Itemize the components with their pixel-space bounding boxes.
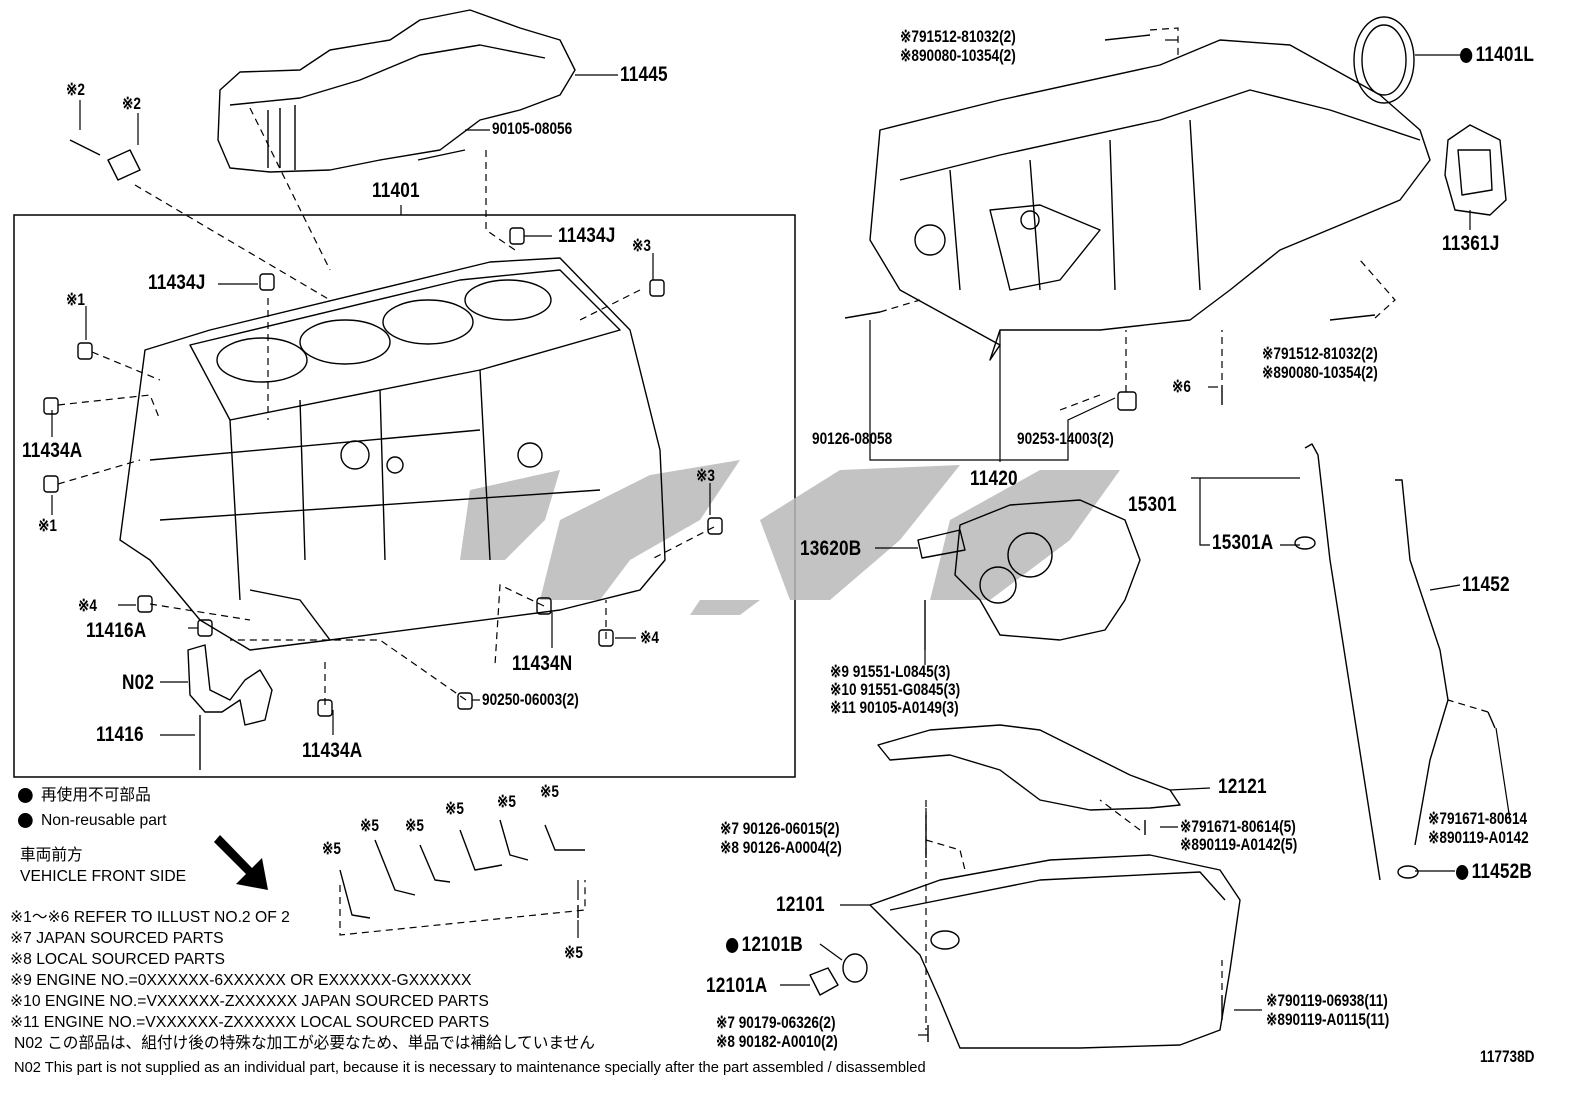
bearing-cap-drawing: [187, 644, 273, 726]
label-11434J-top: 11434J: [558, 224, 616, 247]
label-mark7-791671-right: ※791671-80614: [1428, 809, 1528, 828]
label-note3-mid: ※3: [696, 466, 715, 485]
note-8: ※8 LOCAL SOURCED PARTS: [10, 951, 226, 968]
label-90253-14003: 90253-14003(2): [1017, 429, 1114, 448]
label-12121: 12121: [1218, 775, 1267, 798]
note-9: ※9 ENGINE NO.=0XXXXXX-6XXXXXX OR EXXXXXX…: [10, 972, 472, 989]
label-13620B: 13620B: [800, 537, 862, 560]
dipstick-guide-drawing: [1395, 479, 1449, 846]
label-note1-bottom: ※1: [38, 516, 57, 535]
heat-insulator-drawing: [217, 9, 576, 173]
label-90250-06003: 90250-06003(2): [482, 690, 579, 709]
label-note5-e: ※5: [497, 792, 516, 811]
upper-oil-pan-drawing: [869, 39, 1431, 361]
oil-pump-drawing: [917, 499, 1141, 641]
illustration-number: 117738D: [1480, 1047, 1535, 1066]
label-12101B: 12101B: [726, 934, 803, 955]
label-90126-08058: 90126-08058: [812, 429, 893, 448]
drain-washer-drawing: [842, 953, 868, 983]
label-mark8-90119-A0115: ※890119-A0115(11): [1266, 1010, 1390, 1029]
label-note1-top: ※1: [66, 290, 85, 309]
non-reusable-dot-icon: [18, 788, 33, 804]
label-11434J-left: 11434J: [148, 271, 206, 294]
cylinder-block-drawing: [119, 257, 666, 651]
label-11416: 11416: [96, 723, 144, 746]
non-reusable-dot-icon: [1460, 47, 1473, 63]
block-assembly-frame: [13, 214, 796, 778]
label-note3-top: ※3: [632, 236, 651, 255]
label-note5-f: ※5: [540, 782, 559, 801]
label-N02-part: N02: [122, 671, 155, 694]
label-11361J: 11361J: [1442, 232, 1500, 255]
watermark-logo: [460, 460, 1120, 615]
note-10: ※10 ENGINE NO.=VXXXXXX-ZXXXXXX JAPAN SOU…: [10, 993, 489, 1010]
label-15301: 15301: [1128, 493, 1177, 516]
baffle-plate-drawing: [877, 724, 1181, 811]
label-note4-left: ※4: [78, 596, 97, 615]
non-reusable-dot-icon: [1456, 864, 1469, 880]
label-11445: 11445: [620, 63, 668, 86]
label-11420: 11420: [970, 467, 1018, 490]
label-11401: 11401: [372, 179, 420, 202]
legend-en: Non-reusable part: [18, 813, 167, 829]
label-11416A: 11416A: [86, 619, 147, 642]
label-mark9-91551: ※9 91551-L0845(3): [830, 662, 951, 681]
non-reusable-dot-icon: [18, 813, 33, 829]
dipstick-drawing: [1304, 443, 1381, 881]
label-mark7-791671-80614: ※791671-80614(5): [1180, 817, 1296, 836]
lower-oil-pan-drawing: [869, 854, 1241, 1049]
label-11434A-left: 11434A: [22, 439, 83, 462]
note-11: ※11 ENGINE NO.=VXXXXXX-ZXXXXXX LOCAL SOU…: [10, 1014, 490, 1031]
label-note5-g: ※5: [564, 943, 583, 962]
label-mark8-90080-bottom: ※890080-10354(2): [1262, 363, 1378, 382]
note-N02-jp: N02 この部品は、組付け後の特殊な加工が必要なため、単品では補給していません: [14, 1035, 595, 1052]
label-note2-b: ※2: [122, 94, 141, 113]
label-11401L: 11401L: [1460, 44, 1534, 65]
label-note5-a: ※5: [322, 839, 341, 858]
vehicle-front-en: VEHICLE FRONT SIDE: [20, 868, 187, 885]
label-mark8-90126-A0004: ※8 90126-A0004(2): [720, 838, 842, 857]
label-mark7-791512-top: ※791512-81032(2): [900, 27, 1016, 46]
label-note5-b: ※5: [360, 816, 379, 835]
label-12101: 12101: [776, 893, 825, 916]
label-mark8-90119-right: ※890119-A0142: [1428, 828, 1529, 847]
label-12101A: 12101A: [706, 974, 768, 997]
label-11434N: 11434N: [512, 652, 573, 675]
label-note2-a: ※2: [66, 80, 85, 99]
drain-plug-drawing: [809, 967, 839, 996]
note-7: ※7 JAPAN SOURCED PARTS: [10, 930, 224, 947]
oil-seal-drawing: [1353, 16, 1415, 104]
vehicle-front-jp: 車両前方: [20, 847, 83, 864]
label-note4-right: ※4: [640, 628, 659, 647]
label-mark7-90126-06015: ※7 90126-06015(2): [720, 819, 840, 838]
label-note6: ※6: [1172, 377, 1191, 396]
label-mark8-90182-A0010: ※8 90182-A0010(2): [716, 1032, 838, 1051]
small-parts-drawing: [43, 34, 1496, 1042]
label-11434A-bottom: 11434A: [302, 739, 363, 762]
label-mark7-90179-06326: ※7 90179-06326(2): [716, 1013, 836, 1032]
note-N02-en: N02 This part is not supplied as an indi…: [14, 1059, 926, 1076]
label-note5-c: ※5: [405, 816, 424, 835]
label-mark7-791512-bottom: ※791512-81032(2): [1262, 344, 1378, 363]
non-reusable-dot-icon: [726, 937, 739, 953]
label-11452: 11452: [1462, 573, 1510, 596]
label-mark8-90119-A0142: ※890119-A0142(5): [1180, 835, 1298, 854]
cover-gasket-drawing: [1444, 124, 1507, 216]
label-15301A: 15301A: [1212, 531, 1274, 554]
legend-jp: 再使用不可部品: [18, 788, 151, 804]
label-90105-08056: 90105-08056: [492, 119, 573, 138]
vehicle-front-arrow-icon: [214, 835, 268, 890]
note-1-6: ※1～※6 REFER TO ILLUST NO.2 OF 2: [10, 909, 290, 926]
label-mark7-790119-06938: ※790119-06938(11): [1266, 991, 1388, 1010]
label-mark11-90105: ※11 90105-A0149(3): [830, 698, 959, 717]
label-mark10-91551: ※10 91551-G0845(3): [830, 680, 961, 699]
label-11452B: 11452B: [1456, 861, 1532, 882]
label-mark8-90080-top: ※890080-10354(2): [900, 46, 1016, 65]
label-note5-d: ※5: [445, 799, 464, 818]
